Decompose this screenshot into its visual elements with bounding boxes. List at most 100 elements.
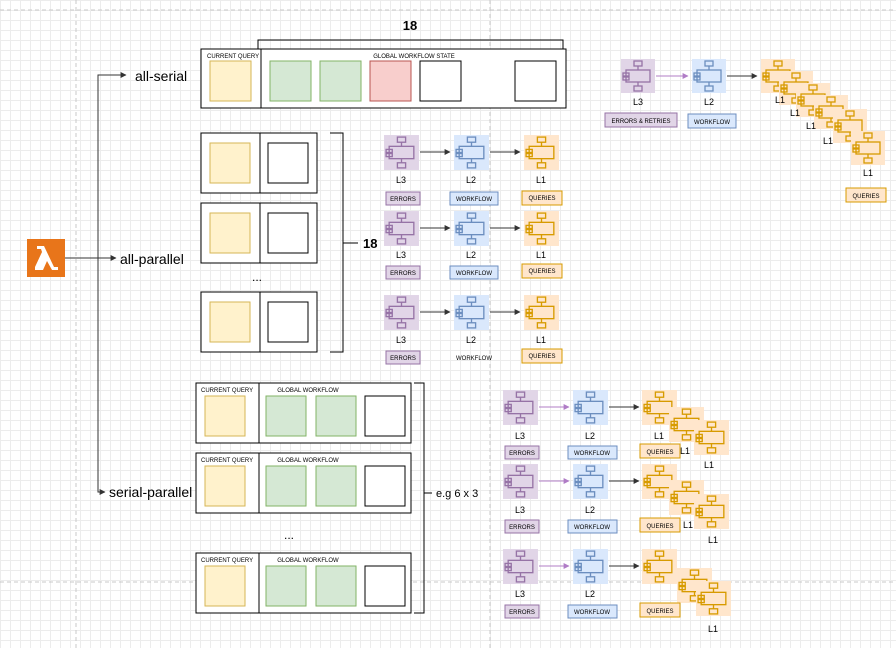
state-box-pending[interactable] (267, 301, 309, 343)
all-serial-label: all-serial (135, 68, 187, 84)
state-box-pending[interactable] (267, 142, 309, 184)
current-query-box[interactable] (209, 142, 251, 184)
l1-stack[interactable] (761, 59, 885, 165)
l2-label: L2 (704, 97, 714, 107)
parallel-flow-row: L3 ERRORS L2 WORKFLOW L1 QUERIES (384, 295, 563, 365)
parallel-instance (200, 202, 318, 264)
current-query-box[interactable] (204, 395, 246, 437)
queries-tag (639, 443, 681, 459)
state-box-done[interactable] (265, 465, 307, 507)
state-box-done[interactable] (269, 60, 312, 102)
workflow-text: WORKFLOW (574, 610, 610, 616)
l2-label: L2 (585, 505, 595, 515)
parallel-flow-row: L3 ERRORS L2 WORKFLOW L1 QUERIES (384, 211, 563, 280)
state-box-done[interactable] (319, 60, 362, 102)
state-box-done[interactable] (315, 395, 357, 437)
global-workflow-title: GLOBAL WORKFLOW (277, 558, 339, 564)
errors-tag (504, 604, 540, 619)
l3-component[interactable] (503, 549, 538, 584)
state-box-done[interactable] (265, 565, 307, 607)
state-box-done[interactable] (315, 565, 357, 607)
workflow-tag (567, 604, 618, 619)
l1-label: L1 (536, 175, 546, 185)
l3-component[interactable] (621, 59, 655, 93)
current-query-box[interactable] (209, 301, 251, 343)
global-workflow-state-title: GLOBAL WORKFLOW STATE (373, 54, 455, 60)
l3-label: L3 (396, 250, 406, 260)
current-query-box[interactable] (204, 565, 246, 607)
l2-component[interactable] (454, 295, 489, 330)
sp-instance: CURRENT QUERY GLOBAL WORKFLOW (195, 452, 412, 514)
l2-component[interactable] (573, 549, 608, 584)
state-box-done[interactable] (315, 465, 357, 507)
l2-component[interactable] (573, 390, 608, 425)
errors-text: ERRORS (390, 356, 416, 362)
l3-component[interactable] (503, 390, 538, 425)
state-box-failed[interactable] (369, 60, 412, 102)
workflow-text: WORKFLOW (574, 451, 610, 457)
l2-component[interactable] (692, 59, 726, 93)
queries-tag (639, 602, 681, 618)
l1-label: L1 (536, 250, 546, 260)
l1-label: L1 (708, 624, 718, 634)
state-box-pending[interactable] (364, 395, 406, 437)
l1-label: L1 (683, 520, 693, 530)
serial-count: 18 (403, 18, 417, 33)
l3-label: L3 (633, 97, 643, 107)
sp-count: e.g 6 x 3 (436, 488, 478, 500)
errors-text: ERRORS (509, 451, 535, 457)
state-box-pending[interactable] (364, 565, 406, 607)
current-query-title: CURRENT QUERY (201, 458, 253, 464)
workflow-text: WORKFLOW (456, 356, 492, 362)
l3-component[interactable] (384, 295, 419, 330)
queries-tag (521, 190, 563, 206)
l1-component[interactable] (524, 211, 559, 246)
l2-label: L2 (585, 589, 595, 599)
l1-label: L1 (790, 108, 800, 118)
queries-tag (845, 187, 887, 203)
state-box-pending[interactable] (267, 212, 309, 254)
queries-text: QUERIES (646, 450, 673, 456)
sp-flow-row: L3 ERRORS L2 WORKFLOW L1 L1 L1 QUERIES (503, 390, 729, 470)
state-box-done[interactable] (265, 395, 307, 437)
workflow-text: WORKFLOW (456, 271, 492, 277)
workflow-tag (567, 445, 618, 460)
sp-flow-row: L3 ERRORS L2 WORKFLOW L1 QUERIES (503, 549, 731, 634)
parallel-instance (200, 291, 318, 353)
lambda-connectors (65, 72, 127, 495)
sp-flow-row: L3 ERRORS L2 WORKFLOW L1 L1 QUERIES (503, 464, 729, 545)
current-query-box[interactable] (209, 60, 252, 102)
l2-component[interactable] (454, 135, 489, 170)
state-box-pending[interactable] (419, 60, 462, 102)
workflow-text: WORKFLOW (694, 120, 730, 126)
errors-text: ERRORS (509, 610, 535, 616)
state-box-pending[interactable] (364, 465, 406, 507)
l2-component[interactable] (573, 464, 608, 499)
ellipsis: ... (284, 528, 294, 542)
current-query-title: CURRENT QUERY (201, 558, 253, 564)
queries-tag (521, 348, 563, 364)
lambda-icon[interactable] (27, 239, 65, 277)
l3-label: L3 (515, 431, 525, 441)
l3-component[interactable] (384, 135, 419, 170)
workflow-tag (687, 113, 737, 129)
serial-parallel-label: serial-parallel (109, 484, 192, 500)
l2-component[interactable] (454, 211, 489, 246)
current-query-box[interactable] (204, 465, 246, 507)
l1-component[interactable] (524, 295, 559, 330)
l3-component[interactable] (503, 464, 538, 499)
current-query-title: CURRENT QUERY (201, 388, 253, 394)
sp-instance: CURRENT QUERY GLOBAL WORKFLOW (195, 552, 412, 614)
parallel-flow-row: L3 ERRORS L2 WORKFLOW L1 QUERIES (384, 135, 563, 206)
current-query-box[interactable] (209, 212, 251, 254)
l3-label: L3 (396, 335, 406, 345)
l1-component[interactable] (524, 135, 559, 170)
l3-label: L3 (515, 505, 525, 515)
state-box-pending[interactable] (514, 60, 557, 102)
l2-label: L2 (466, 250, 476, 260)
current-query-title: CURRENT QUERY (207, 54, 259, 60)
l3-component[interactable] (384, 211, 419, 246)
workflow-tag (449, 265, 499, 280)
l1-label: L1 (680, 446, 690, 456)
